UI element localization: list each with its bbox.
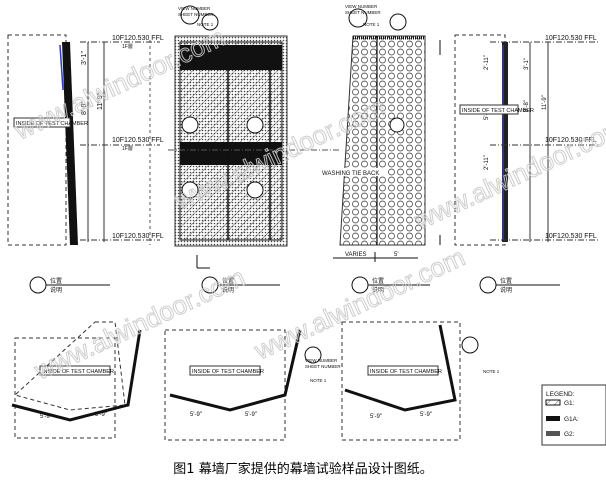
view-number-label: VIEW NUMBER (305, 358, 338, 363)
front-elevation: VIEW NUMBER SHEET NUMBER NOTE 1 (168, 5, 340, 269)
marker-title: 位置 (372, 277, 384, 285)
view-number-label: VIEW NUMBER (345, 4, 378, 9)
dimension: 3'-1" (524, 58, 530, 70)
legend-item: G1: (564, 400, 575, 407)
level-sub: 1F層 (122, 44, 133, 50)
marker-subtitle: 说明 (50, 286, 62, 294)
right-wall-section: 10F120.530 FFL 10F120.530 FFL 10F120.530… (454, 34, 600, 246)
level-label: 10F120.530 FFL (112, 233, 164, 240)
dimension: 8'-8" (524, 100, 530, 112)
note-label: NOTE 1 (363, 22, 380, 27)
title-marker: 位置 说明 (201, 276, 280, 294)
plan-2: INSIDE OF TEST CHAMBER 5'-9" 5'-9" VIEW … (164, 329, 341, 441)
dimension: 2'-11" (484, 155, 490, 170)
note-label: NOTE 1 (310, 378, 327, 383)
view-number-label: VIEW NUMBER (178, 6, 211, 11)
figure-caption: 图1 幕墙厂家提供的幕墙试验样品设计图纸。 (173, 462, 433, 477)
dimension: 5'-9" (370, 414, 382, 420)
title-marker: 位置 说明 (29, 276, 110, 294)
watermark: www.alwindoor.com www.alwindoor.com www.… (8, 21, 606, 386)
legend-title: LEGEND: (546, 391, 575, 398)
dimension: 11'-9" (97, 92, 104, 110)
dimension: 5'-9" (95, 412, 107, 418)
dimension: 2'-11" (484, 55, 490, 70)
marker-title: 位置 (222, 277, 234, 285)
inside-label: INSIDE OF TEST CHAMBER (370, 369, 442, 375)
dimension: 3'-1" (81, 51, 88, 65)
dimension: 5' (394, 252, 398, 258)
dimension: 5'-9" (245, 412, 257, 418)
level-label: 10F120.530 FFL (112, 35, 164, 42)
title-markers: 位置 说明 位置 说明 位置 说明 位置 说明 (29, 276, 560, 294)
dimension: 5'-9" (40, 414, 52, 420)
watermark-text: www.alwindoor.com (249, 242, 470, 366)
legend-item: G2: (564, 431, 575, 438)
washing-tie-back-label: WASHING TIE BACK (322, 171, 379, 177)
level-sub: 1F層 (122, 146, 133, 152)
note-label: NOTE 1 (483, 369, 500, 374)
inside-label: INSIDE OF TEST CHAMBER (192, 369, 264, 375)
inside-label: INSIDE OF TEST CHAMBER (16, 121, 88, 127)
left-wall-section: INSIDE OF TEST CHAMBER 10F120.530 FFL 10… (7, 34, 164, 246)
back-elevation: VIEW NUMBER SHEET NUMBER NOTE 1 WASHING … (320, 4, 441, 262)
marker-title: 位置 (500, 277, 512, 285)
sheet-number-label: SHEET NUMBER (305, 364, 341, 369)
level-label: 10F120.530 FFL (545, 233, 597, 240)
note-label: NOTE 1 (197, 22, 214, 27)
dimension: 5'-9" (190, 412, 202, 418)
title-marker: 位置 说明 (351, 276, 430, 294)
inside-label: INSIDE OF TEST CHAMBER (462, 108, 534, 114)
legend-item: G1A: (564, 416, 579, 423)
level-label: 10F120.530 FFL (545, 137, 597, 144)
legend: LEGEND: G1: G1A: G2: (541, 384, 606, 446)
level-label: 10F120.530 FFL (112, 137, 164, 144)
marker-title: 位置 (50, 277, 62, 285)
inside-label: INSIDE OF TEST CHAMBER (42, 369, 114, 375)
sheet-number-label: SHEET NUMBER (345, 10, 381, 15)
plan-1: INSIDE OF TEST CHAMBER 5'-9" 5'-9" (11, 321, 142, 439)
sheet-number-label: SHEET NUMBER (178, 12, 214, 17)
title-marker: 位置 说明 (479, 276, 560, 294)
marker-subtitle: 说明 (372, 286, 384, 294)
marker-subtitle: 说明 (222, 286, 234, 294)
plan-3: INSIDE OF TEST CHAMBER 5'-9" 5'-9" NOTE … (341, 321, 500, 441)
dimension: 5'-9" (420, 412, 432, 418)
dimension: 8'-8" (81, 101, 88, 115)
varies-dimension: VARIES (345, 252, 367, 258)
dimension: 11'-9" (542, 95, 548, 110)
level-label: 10F120.530 FFL (545, 35, 597, 42)
marker-subtitle: 说明 (500, 286, 512, 294)
